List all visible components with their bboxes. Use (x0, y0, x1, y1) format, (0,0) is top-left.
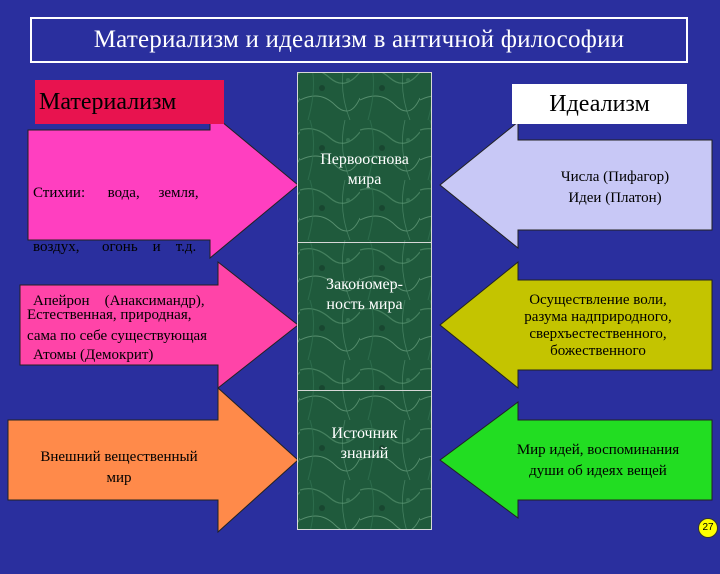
center-text-line: мира (347, 171, 382, 188)
arrow-text-line: Атомы (Демокрит) (33, 347, 154, 363)
center-text-line: знаний (340, 445, 389, 462)
right-arrow-3 (439, 401, 713, 519)
arrow-text-line: Осуществление воли, (529, 292, 667, 308)
arrow-text-line: Идеи (Платон) (568, 190, 662, 206)
center-divider-1 (297, 242, 432, 243)
arrow-text-line: Естественная, природная, (27, 307, 192, 323)
center-cell-foundation: Первооснова мира (297, 150, 432, 300)
page-number-badge: 27 (698, 518, 718, 538)
arrow-text-line: Мир идей, воспоминания (516, 442, 680, 458)
arrow-text-line: разума надприродного, (524, 309, 672, 325)
arrow-text-line: Стихии: вода, земля, (33, 185, 199, 201)
right-arrow-2-text: Осуществление воли, разума надприродного… (486, 292, 710, 360)
right-arrow-1 (439, 120, 713, 250)
center-cell-knowledge: Источник знаний (297, 424, 432, 574)
slide: Материализм и идеализм в античной филосо… (7, 17, 718, 538)
arrow-text-line: мир (106, 470, 132, 486)
center-column (297, 72, 432, 530)
slide-title: Материализм и идеализм в античной филосо… (30, 17, 688, 63)
arrow-text-line: Числа (Пифагор) (560, 169, 670, 185)
right-arrow-1-text: Числа (Пифагор) Идеи (Платон) (520, 167, 710, 209)
left-arrow-1 (27, 110, 299, 260)
center-text-line: Источник (331, 425, 398, 442)
arrow-text-line: Апейрон (Анаксимандр), (33, 293, 205, 309)
diagram-shapes (7, 72, 713, 534)
arrow-text-line: Внешний вещественный (40, 449, 198, 465)
arrow-text-line: сама по себе существующая (27, 328, 208, 344)
center-divider-2 (297, 390, 432, 391)
left-arrow-2-text: Естественная, природная, сама по себе су… (27, 305, 267, 347)
arrow-text-line: души об идеях вещей (529, 463, 667, 479)
right-arrow-3-text: Мир идей, воспоминания души об идеях вещ… (486, 440, 710, 482)
arrow-text-line: божественного (550, 343, 646, 359)
center-cell-laws: Закономер- ность мира (297, 275, 432, 425)
idealism-heading: Идеализм (512, 84, 687, 124)
left-arrow-3 (7, 386, 299, 534)
materialism-heading: Материализм (35, 80, 224, 124)
center-text-line: ность мира (326, 296, 403, 313)
arrow-text-line: сверхъестественного, (529, 326, 667, 342)
right-arrow-2 (439, 260, 713, 390)
left-arrow-1-text: Стихии: вода, земля, воздух, огонь и т.д… (33, 148, 261, 400)
left-arrow-2 (19, 260, 299, 390)
center-text-line: Первооснова (320, 151, 409, 168)
center-text-line: Закономер- (326, 276, 403, 293)
arrow-text-line: воздух, огонь и т.д. (33, 239, 197, 255)
left-arrow-3-text: Внешний вещественный мир (16, 447, 222, 489)
center-column-fill (297, 72, 432, 530)
